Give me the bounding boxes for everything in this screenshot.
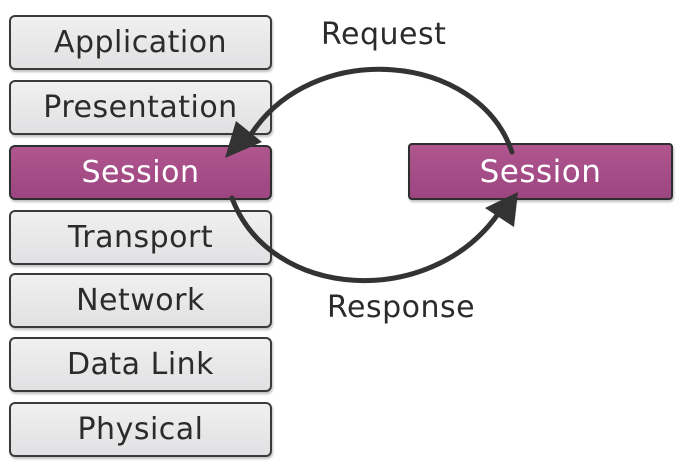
layer-presentation: Presentation — [9, 80, 272, 135]
response-arrow — [229, 195, 501, 283]
response-label: Response — [327, 290, 476, 325]
remote-session-box: Session — [408, 143, 673, 200]
layer-transport: Transport — [9, 210, 272, 265]
layer-physical: Physical — [9, 402, 272, 457]
layer-data-link: Data Link — [9, 337, 272, 392]
response-arrowhead — [485, 192, 518, 227]
layer-application: Application — [9, 15, 272, 70]
request-arrow — [247, 66, 515, 155]
request-label: Request — [321, 17, 447, 52]
layer-network: Network — [9, 273, 272, 328]
request-arrowhead — [225, 121, 262, 158]
